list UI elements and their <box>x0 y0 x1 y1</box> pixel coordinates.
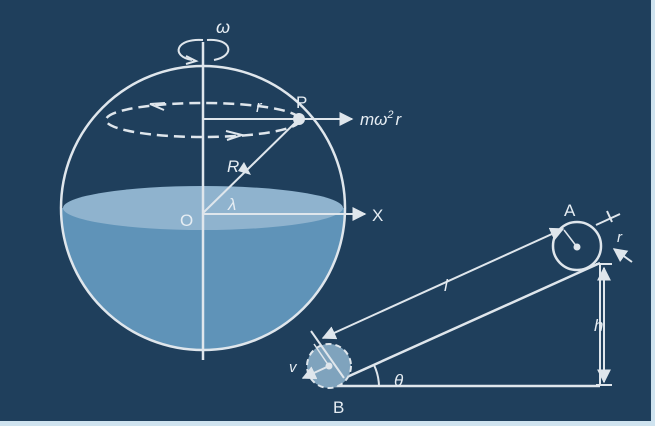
big-radius-line <box>202 118 300 214</box>
point-b-label: B <box>333 398 344 417</box>
rotation-arrowhead-icon <box>185 55 199 65</box>
velocity-arrow <box>301 365 330 380</box>
rotation-arrow-icon <box>177 38 230 61</box>
big-radius-arrowhead-icon <box>238 162 251 175</box>
velocity-label: v <box>289 359 298 376</box>
small-radius-label: r <box>256 97 263 116</box>
incline-figure: θ A r l h v B <box>289 201 633 417</box>
latitude-arrow-bottom-icon <box>225 130 246 141</box>
ball-radius-label: r <box>617 229 623 246</box>
omega-label: ω <box>216 17 230 37</box>
incline-surface <box>326 261 601 388</box>
height-label: h <box>594 316 603 335</box>
latitude-angle-label: λ <box>227 195 236 214</box>
center-label: O <box>180 211 193 230</box>
point-p-label: P <box>296 93 307 112</box>
theta-label: θ <box>394 371 404 390</box>
ball-r-arrow-top-icon <box>606 210 613 223</box>
length-arrow <box>321 227 565 340</box>
water-body <box>61 208 345 350</box>
point-a-label: A <box>564 201 576 220</box>
length-label: l <box>444 276 449 295</box>
big-radius-label: R <box>227 157 239 176</box>
theta-arc <box>373 364 380 387</box>
latitude-arrow-top-icon <box>149 102 166 111</box>
ball-r-arrow-bottom-icon <box>612 248 633 263</box>
ball-b-radius-line <box>313 343 330 367</box>
ball-b-tangent-line <box>310 330 345 379</box>
ball-r-tick-top <box>595 213 621 226</box>
x-axis-label: X <box>372 206 383 225</box>
ball-a-radius-line <box>563 229 578 248</box>
